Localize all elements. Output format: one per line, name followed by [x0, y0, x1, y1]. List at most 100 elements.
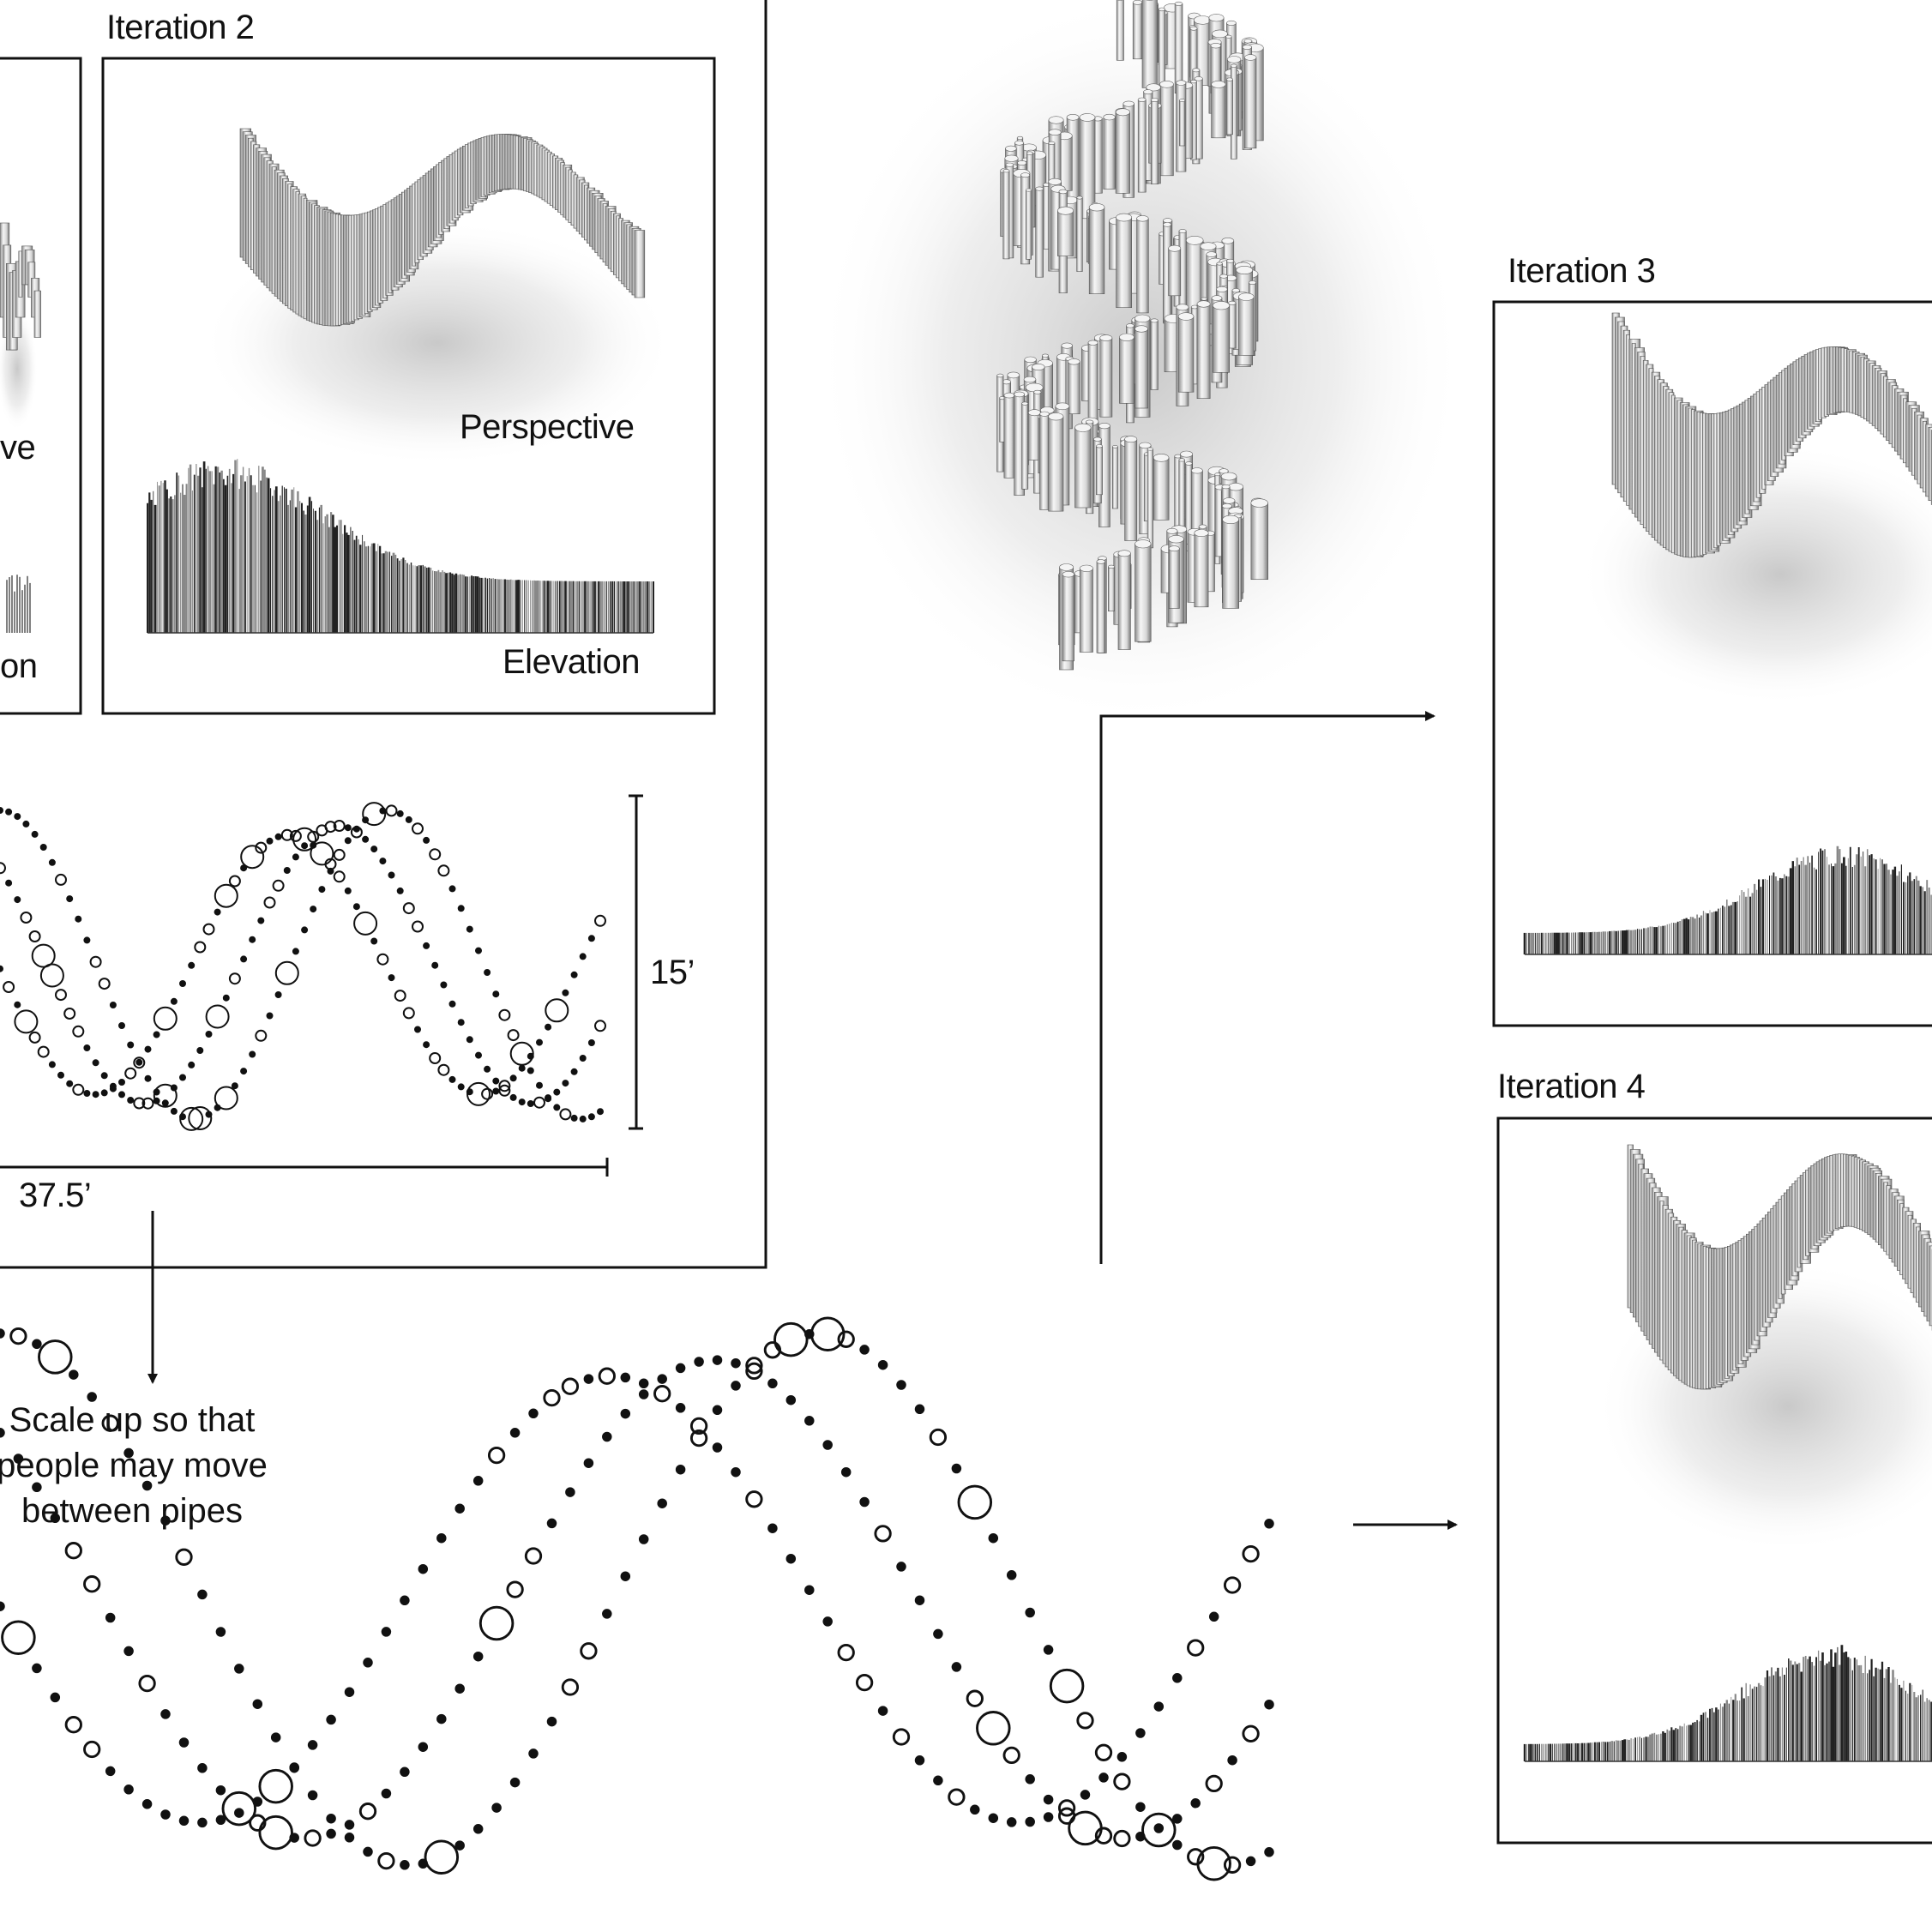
- pipe-dot: [475, 1051, 482, 1059]
- perspective-label: Perspective: [460, 408, 635, 446]
- pipe-dot: [598, 1367, 616, 1385]
- pipe-dot: [518, 1098, 526, 1106]
- pipe: [1099, 337, 1113, 418]
- pipe-dot: [583, 1374, 594, 1384]
- pipe-dot: [197, 1817, 208, 1828]
- pipe-dot: [379, 807, 387, 815]
- pipe-top: [1059, 563, 1074, 571]
- pipe-dot: [543, 1388, 561, 1407]
- pipe-dot: [423, 836, 430, 844]
- pipe-dot: [1043, 1812, 1054, 1822]
- scale-note-line: people may move: [0, 1447, 268, 1484]
- pipe: [1153, 457, 1170, 521]
- pipe-dot: [3, 981, 15, 993]
- pipe-dot: [381, 1627, 392, 1637]
- pipe-dot: [28, 1031, 41, 1044]
- pipe-dot: [376, 953, 389, 966]
- pipe-top: [1222, 503, 1232, 509]
- pipe-dot: [66, 895, 74, 903]
- pipe: [1194, 533, 1209, 608]
- pipe-dot: [144, 1074, 152, 1082]
- pipe-dot: [583, 1458, 594, 1468]
- pipe-dot: [381, 1788, 392, 1799]
- pipe-dot: [196, 1047, 204, 1054]
- pipe-top: [1146, 83, 1161, 92]
- pipe-dot: [69, 1369, 79, 1380]
- pipe-dot: [363, 1658, 373, 1668]
- pipe-top: [1087, 340, 1098, 346]
- pipe-dot: [304, 1829, 322, 1847]
- pipe-dot: [326, 1714, 336, 1725]
- pipe: [1238, 296, 1255, 356]
- pipe-top: [1168, 545, 1180, 552]
- pipe-dot: [478, 1605, 515, 1641]
- pipe-dot: [179, 1106, 204, 1131]
- pipe-dot: [498, 1080, 511, 1092]
- pipe-dot: [37, 1045, 50, 1058]
- pipe-dot: [1025, 1607, 1035, 1618]
- pipe-dot: [205, 1110, 213, 1118]
- pipe-dot: [64, 1542, 82, 1560]
- pipe-dot: [310, 906, 317, 913]
- pipe-dot: [234, 1808, 244, 1818]
- pipe-dot: [307, 1740, 318, 1750]
- pipe-top: [1088, 203, 1105, 212]
- pipe: [1096, 445, 1103, 496]
- pipe-top: [1035, 186, 1044, 191]
- pipe-dot: [492, 1077, 500, 1085]
- pipe-dot: [240, 864, 248, 872]
- pipe-dot: [0, 862, 6, 875]
- pipe-dot: [418, 1742, 429, 1752]
- pipe-dot: [536, 1081, 543, 1089]
- pipe-dot: [429, 848, 442, 861]
- pipe-dot: [587, 935, 595, 942]
- pipe-dot: [64, 1716, 82, 1734]
- pipe-dot: [301, 842, 309, 850]
- pipe-top: [1026, 188, 1032, 192]
- pipe: [1196, 304, 1211, 399]
- pipe-top: [1189, 26, 1198, 31]
- iteration4-title: Iteration 4: [1497, 1068, 1646, 1105]
- pipe: [1003, 394, 1015, 478]
- pipe-dot: [123, 1785, 134, 1795]
- pipe-top: [1208, 14, 1225, 22]
- pipe-dot: [400, 1766, 410, 1778]
- pipe-dot: [352, 903, 360, 911]
- pipe: [1116, 217, 1132, 309]
- pipe-dot: [418, 1563, 429, 1574]
- iteration3-title: Iteration 3: [1508, 252, 1656, 290]
- pipe-dot: [545, 1095, 552, 1103]
- pipe-dot: [333, 820, 346, 832]
- pipe-dot: [215, 1627, 226, 1637]
- pipe-top: [1153, 453, 1170, 462]
- pipe-dot: [767, 1378, 778, 1389]
- pipe-dot: [255, 841, 268, 854]
- pipe-top: [1108, 564, 1116, 569]
- pipe-dot: [810, 1316, 846, 1351]
- iteration2-elevation-render: [147, 459, 654, 634]
- pipe-dot: [405, 816, 412, 823]
- pipe-dot: [31, 830, 39, 838]
- pipe-dot: [570, 1114, 578, 1122]
- pipe-top: [1176, 80, 1187, 86]
- pipe: [1048, 416, 1064, 512]
- spiral-tower-render: [815, 0, 1466, 729]
- pipe-top: [1185, 235, 1204, 245]
- pipe-dot: [896, 1380, 906, 1390]
- pipe-top: [1214, 472, 1221, 477]
- pipe-dot: [638, 1389, 649, 1399]
- pipe-top: [1039, 411, 1050, 417]
- pipe-dot: [83, 936, 91, 944]
- pipe-dot: [1223, 1576, 1242, 1594]
- pipe-dot: [822, 1440, 833, 1450]
- pipe-dot: [353, 911, 378, 936]
- pipe-dot: [318, 886, 326, 894]
- pipe-top: [1139, 442, 1152, 449]
- pipe-dot: [160, 1809, 171, 1820]
- pipe: [1117, 552, 1131, 650]
- pipe-top: [1048, 116, 1064, 124]
- pipe-dot: [545, 998, 569, 1023]
- iteration2-panel: [101, 57, 716, 715]
- scale-note-line: between pipes: [21, 1492, 243, 1530]
- pipe-dot: [240, 1068, 248, 1075]
